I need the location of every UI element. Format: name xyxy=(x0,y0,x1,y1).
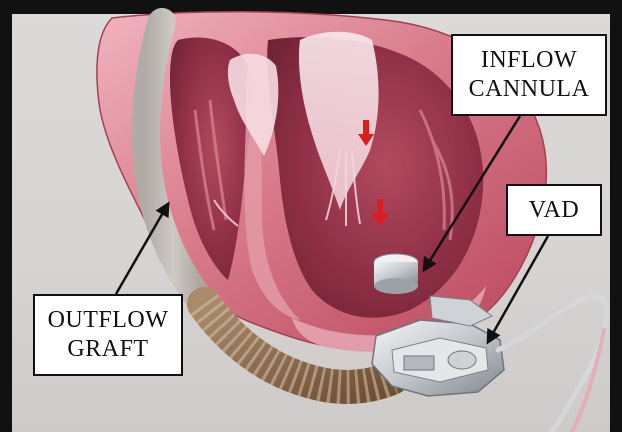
inflow-cannula-label: INFLOW CANNULA xyxy=(451,34,607,116)
vad-label: VAD xyxy=(506,184,602,236)
outflow-label-line1: OUTFLOW xyxy=(48,306,169,335)
inflow-label-line2: CANNULA xyxy=(469,75,590,104)
outflow-label-line2: GRAFT xyxy=(67,335,148,364)
driveline-cable xyxy=(498,296,607,432)
outflow-graft-label: OUTFLOW GRAFT xyxy=(33,294,183,376)
vad-label-text: VAD xyxy=(529,196,579,225)
inflow-cannula xyxy=(374,254,418,294)
driveline-cable-pink xyxy=(572,330,604,432)
inflow-label-line1: INFLOW xyxy=(481,46,577,75)
